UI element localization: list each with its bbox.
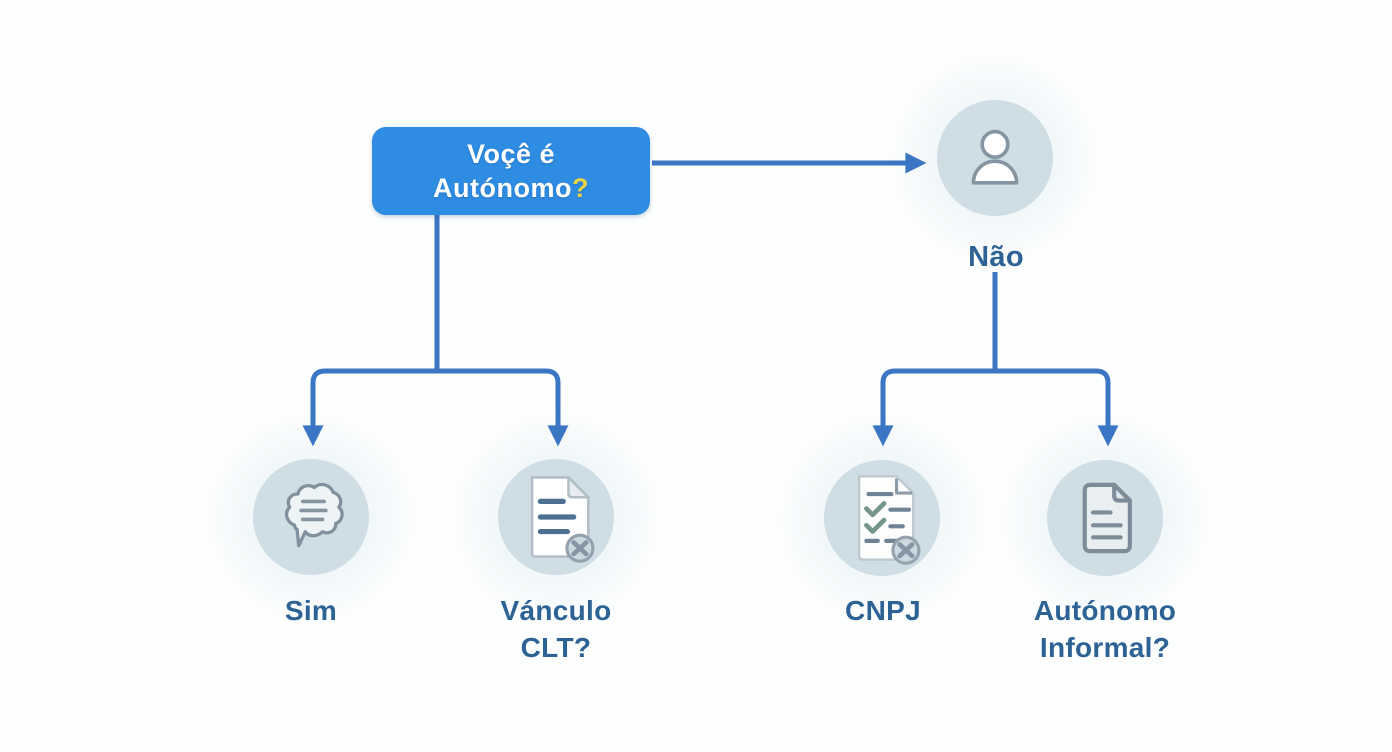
label-nao: Não: [968, 241, 1024, 273]
root-question-node: Voçê é Autónomo?: [372, 127, 650, 215]
label-cnpj-line1: CNPJ: [845, 595, 921, 626]
node-cnpj-circle: [824, 460, 940, 576]
label-sim: Sim: [285, 592, 337, 629]
label-sim-line1: Sim: [284, 595, 338, 626]
speech-bubble-icon: [284, 482, 344, 548]
root-question-mark: ?: [571, 173, 589, 203]
label-cnpj: CNPJ: [845, 592, 921, 629]
label-vinculo-clt-line2: CLT?: [520, 632, 592, 664]
node-sim-circle: [253, 459, 369, 575]
label-autonomo-informal-line1: Autónomo: [1033, 595, 1177, 626]
checklist-x-icon: [857, 475, 921, 565]
label-vinculo-clt-line1: Vánculo: [500, 595, 612, 626]
label-autonomo-informal: Autónomo Informal?: [1034, 592, 1176, 666]
node-nao-circle: [937, 100, 1053, 216]
root-question-line1: Voçê é: [466, 138, 556, 169]
root-question-line2-text: Autónomo: [433, 173, 572, 203]
person-icon: [971, 129, 1019, 185]
document-icon: [1082, 482, 1132, 554]
label-vinculo-clt: Vánculo CLT?: [500, 592, 611, 666]
label-autonomo-informal-line2: Informal?: [1039, 632, 1171, 664]
node-vinculo-clt-circle: [498, 459, 614, 575]
document-x-icon: [530, 476, 595, 563]
node-autonomo-informal-circle: [1047, 460, 1163, 576]
root-question-line2: Autónomo?: [372, 171, 650, 205]
